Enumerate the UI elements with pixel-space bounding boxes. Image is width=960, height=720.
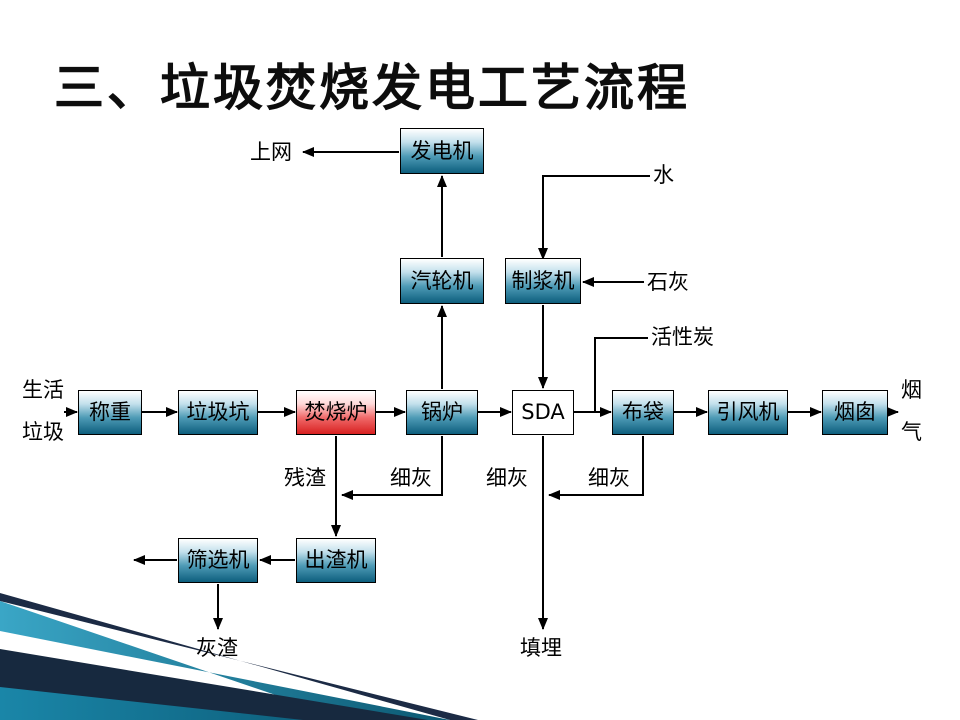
flow-label-to-grid: 上网 (250, 140, 292, 164)
decor-triangle-teal (0, 687, 303, 720)
flow-box-draft-fan: 引风机 (708, 390, 788, 435)
flow-label-residue: 残渣 (284, 466, 326, 490)
connector-bag-ash-to-landfill-line (548, 436, 644, 500)
flow-box-turbine: 汽轮机 (400, 258, 484, 304)
flow-box-slag-machine: 出渣机 (296, 538, 376, 583)
flow-box-sda: SDA (512, 390, 574, 435)
flow-label-fine-ash-bag: 细灰 (588, 466, 630, 490)
flow-label-fine-ash-sda: 细灰 (486, 466, 528, 490)
flow-box-weighing: 称重 (78, 390, 142, 435)
flow-box-slurry-machine: 制浆机 (505, 258, 581, 304)
connector-boiler-ash-to-slagline (341, 436, 443, 500)
flow-label-lime: 石灰 (647, 270, 689, 294)
flow-box-screener: 筛选机 (178, 538, 258, 583)
flow-label-landfill: 填埋 (520, 636, 562, 660)
flow-label-flue-gas: 烟 气 (901, 378, 922, 444)
flow-box-waste-pit: 垃圾坑 (178, 390, 258, 435)
page-title: 三、垃圾焚烧发电工艺流程 (54, 59, 690, 117)
flow-box-chimney: 烟囱 (822, 390, 888, 435)
flow-label-fine-ash-boiler: 细灰 (390, 466, 432, 490)
flow-box-incinerator: 焚烧炉 (296, 390, 376, 435)
flow-label-water: 水 (653, 163, 674, 187)
flow-box-bag-filter: 布袋 (612, 390, 674, 435)
flow-box-generator: 发电机 (400, 128, 484, 174)
flow-box-boiler: 锅炉 (406, 390, 478, 435)
connector-water-to-slurry (538, 175, 650, 260)
flow-label-activated-carbon: 活性炭 (651, 325, 714, 349)
connector-carbon-feed-line (594, 337, 648, 411)
flow-label-household-waste: 生活 垃圾 (22, 378, 64, 444)
flow-label-ash-slag: 灰渣 (196, 636, 238, 660)
